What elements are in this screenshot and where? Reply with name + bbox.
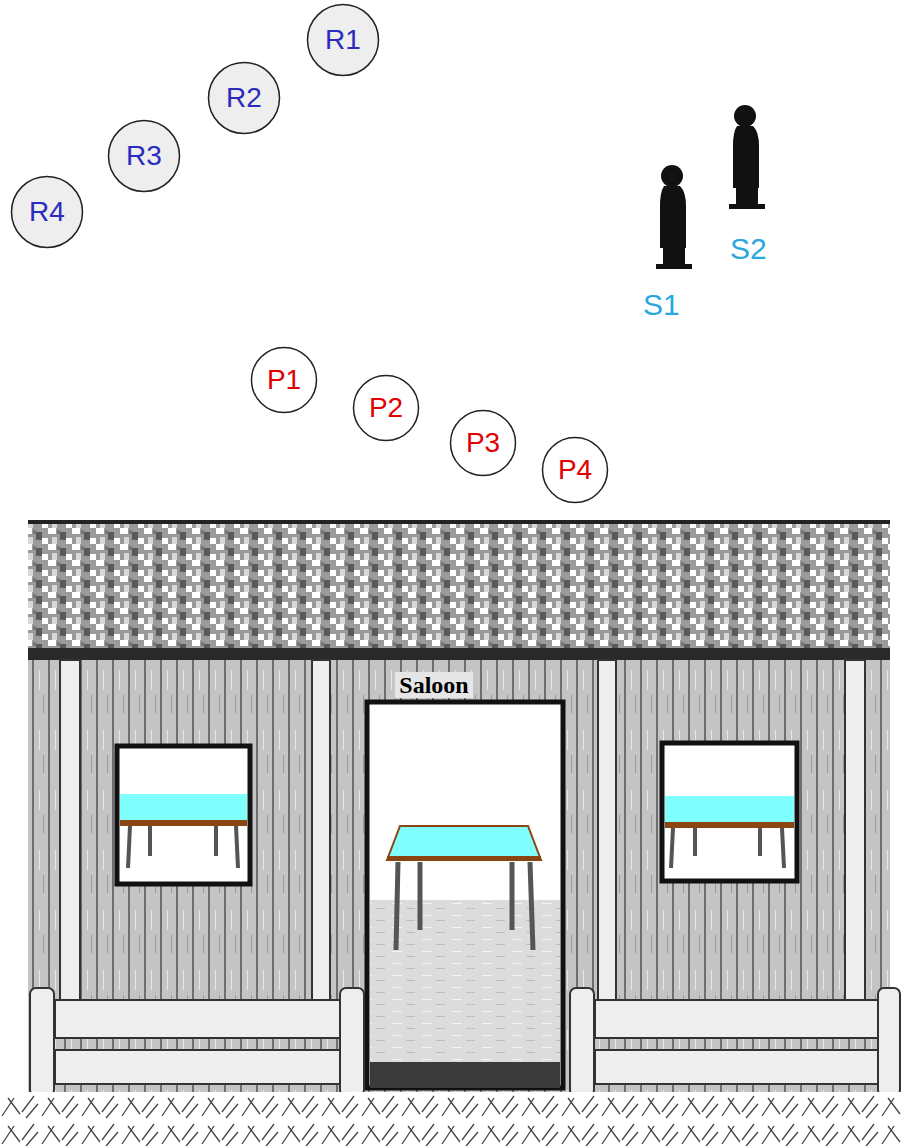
position-circle: R2	[207, 61, 281, 135]
position-label: P3	[466, 429, 500, 457]
position-circle: R1	[306, 3, 380, 77]
position-circle: P2	[352, 374, 420, 442]
saloon-sign: Saloon	[395, 672, 472, 698]
shooter-label: S2	[730, 234, 767, 264]
position-circle: P4	[541, 436, 609, 504]
target-silhouette	[729, 105, 765, 209]
position-circle: P3	[449, 409, 517, 477]
position-label: P2	[369, 394, 403, 422]
target-silhouette	[656, 165, 692, 269]
position-label: P4	[558, 456, 592, 484]
position-label: R1	[325, 26, 361, 54]
position-label: R4	[29, 198, 65, 226]
position-circle: R3	[107, 119, 181, 193]
position-circle: P1	[250, 346, 318, 414]
shooter-label: S1	[643, 290, 680, 320]
position-label: R3	[126, 142, 162, 170]
position-label: R2	[226, 84, 262, 112]
saloon-building	[0, 520, 901, 1146]
position-circle: R4	[10, 175, 84, 249]
position-label: P1	[267, 366, 301, 394]
